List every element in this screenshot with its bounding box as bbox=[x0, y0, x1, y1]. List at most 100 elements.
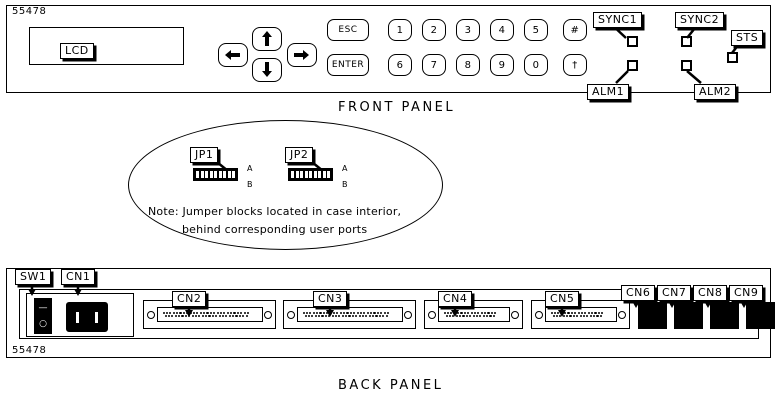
label-cn6: CN6 bbox=[621, 285, 656, 301]
key-9[interactable]: 9 bbox=[490, 54, 514, 76]
jp1-row-b-label: B bbox=[247, 180, 253, 189]
key-6[interactable]: 6 bbox=[388, 54, 412, 76]
cn2-shell bbox=[156, 307, 263, 322]
cn3-shell bbox=[296, 307, 403, 322]
cn2-pin-row-top bbox=[162, 311, 257, 314]
cn3-pin-row-top bbox=[302, 311, 397, 314]
cn2-pin-row-bottom bbox=[163, 315, 257, 318]
key-5[interactable]: 5 bbox=[524, 19, 548, 41]
label-cn7: CN7 bbox=[657, 285, 692, 301]
key-esc[interactable]: ESC bbox=[327, 19, 369, 41]
key-0[interactable]: 0 bbox=[524, 54, 548, 76]
callout-sync1: SYNC1 bbox=[593, 8, 643, 28]
modular-port-cn7[interactable] bbox=[674, 302, 703, 329]
key-symbol[interactable]: † bbox=[563, 54, 587, 76]
cn3-screw-left bbox=[287, 310, 295, 319]
label-cn5: CN5 bbox=[545, 291, 580, 307]
up-arrow-icon bbox=[262, 31, 272, 46]
cn5-screw-right bbox=[618, 310, 626, 319]
jp2-row-a-label: A bbox=[342, 164, 348, 173]
cn3-pin-row-bottom bbox=[303, 315, 397, 318]
jp1-row-a-label: A bbox=[247, 164, 253, 173]
led-sync1 bbox=[627, 36, 638, 47]
left-arrow-key[interactable] bbox=[218, 43, 248, 67]
callout-jp1: JP1 bbox=[190, 143, 219, 163]
left-arrow-icon bbox=[225, 50, 240, 60]
callout-cn2: CN2 bbox=[172, 287, 207, 307]
back-panel-body: — ○ bbox=[6, 268, 775, 358]
key-2[interactable]: 2 bbox=[422, 19, 446, 41]
callout-cn6: CN6 bbox=[621, 281, 656, 301]
label-cn1: CN1 bbox=[61, 269, 96, 285]
label-sync1: SYNC1 bbox=[593, 12, 643, 28]
callout-sts: STS bbox=[731, 26, 764, 46]
cn4-screw-left bbox=[428, 310, 436, 319]
label-cn2: CN2 bbox=[172, 291, 207, 307]
key-8[interactable]: 8 bbox=[456, 54, 480, 76]
jp2-row-b-label: B bbox=[342, 180, 348, 189]
cn4-screw-right bbox=[511, 310, 519, 319]
caption-back-panel: BACK PANEL bbox=[338, 378, 444, 393]
connector-cn2[interactable] bbox=[143, 300, 276, 329]
callout-cn9: CN9 bbox=[729, 281, 764, 301]
cn2-screw-right bbox=[264, 310, 272, 319]
up-arrow-key[interactable] bbox=[252, 27, 282, 51]
callout-cn5: CN5 bbox=[545, 287, 580, 307]
right-arrow-icon bbox=[294, 50, 309, 60]
modular-port-cn6[interactable] bbox=[638, 302, 667, 329]
callout-cn7: CN7 bbox=[657, 281, 692, 301]
key-enter[interactable]: ENTER bbox=[327, 54, 369, 76]
power-switch-sw1[interactable]: — ○ bbox=[34, 298, 52, 334]
label-sts: STS bbox=[731, 30, 764, 46]
down-arrow-icon bbox=[262, 62, 272, 77]
key-hash[interactable]: # bbox=[563, 19, 587, 41]
inlet-blade-right bbox=[95, 311, 98, 323]
label-jp2: JP2 bbox=[285, 147, 314, 163]
cn4-pin-row-bottom bbox=[444, 315, 504, 318]
right-arrow-key[interactable] bbox=[287, 43, 317, 67]
caption-front-panel: FRONT PANEL bbox=[338, 100, 456, 115]
down-arrow-key[interactable] bbox=[252, 58, 282, 82]
model-number-front: 55478 bbox=[12, 6, 47, 17]
key-3[interactable]: 3 bbox=[456, 19, 480, 41]
label-cn4: CN4 bbox=[438, 291, 473, 307]
cn5-screw-left bbox=[535, 310, 543, 319]
lcd-callout-label: LCD bbox=[60, 43, 94, 59]
key-7[interactable]: 7 bbox=[422, 54, 446, 76]
callout-cn1: CN1 bbox=[61, 265, 96, 285]
lcd-callout: LCD bbox=[60, 39, 94, 59]
cn2-screw-left bbox=[147, 310, 155, 319]
modular-port-cn8[interactable] bbox=[710, 302, 739, 329]
connector-cn5[interactable] bbox=[531, 300, 630, 329]
label-cn9: CN9 bbox=[729, 285, 764, 301]
switch-off-mark: ○ bbox=[39, 318, 47, 329]
callout-alm1: ALM1 bbox=[587, 80, 630, 100]
label-sw1: SW1 bbox=[15, 269, 52, 285]
label-alm2: ALM2 bbox=[694, 84, 737, 100]
inlet-blade-left bbox=[76, 311, 79, 323]
callout-jp2: JP2 bbox=[285, 143, 314, 163]
key-4[interactable]: 4 bbox=[490, 19, 514, 41]
power-inlet-cn1 bbox=[66, 302, 108, 332]
switch-on-mark: — bbox=[38, 302, 48, 313]
modular-port-cn9[interactable] bbox=[746, 302, 775, 329]
detail-note-line-2: behind corresponding user ports bbox=[182, 223, 368, 236]
cn5-pin-row-bottom bbox=[551, 315, 611, 318]
leader-alm1 bbox=[615, 70, 629, 84]
label-jp1: JP1 bbox=[190, 147, 219, 163]
detail-callout-ellipse bbox=[128, 120, 443, 250]
power-section-frame bbox=[26, 293, 134, 337]
label-cn3: CN3 bbox=[313, 291, 348, 307]
lcd-display bbox=[29, 27, 184, 65]
callout-cn4: CN4 bbox=[438, 287, 473, 307]
callout-sync2: SYNC2 bbox=[675, 8, 725, 28]
connector-cn3[interactable] bbox=[283, 300, 416, 329]
back-panel-inner-frame: — ○ bbox=[19, 289, 775, 339]
leader-alm2 bbox=[686, 70, 702, 84]
jp1-pin-block bbox=[193, 168, 238, 181]
key-1[interactable]: 1 bbox=[388, 19, 412, 41]
front-panel-body bbox=[6, 5, 771, 93]
cn3-screw-right bbox=[404, 310, 412, 319]
detail-note-line-1: Note: Jumper blocks located in case inte… bbox=[148, 205, 402, 218]
label-sync2: SYNC2 bbox=[675, 12, 725, 28]
